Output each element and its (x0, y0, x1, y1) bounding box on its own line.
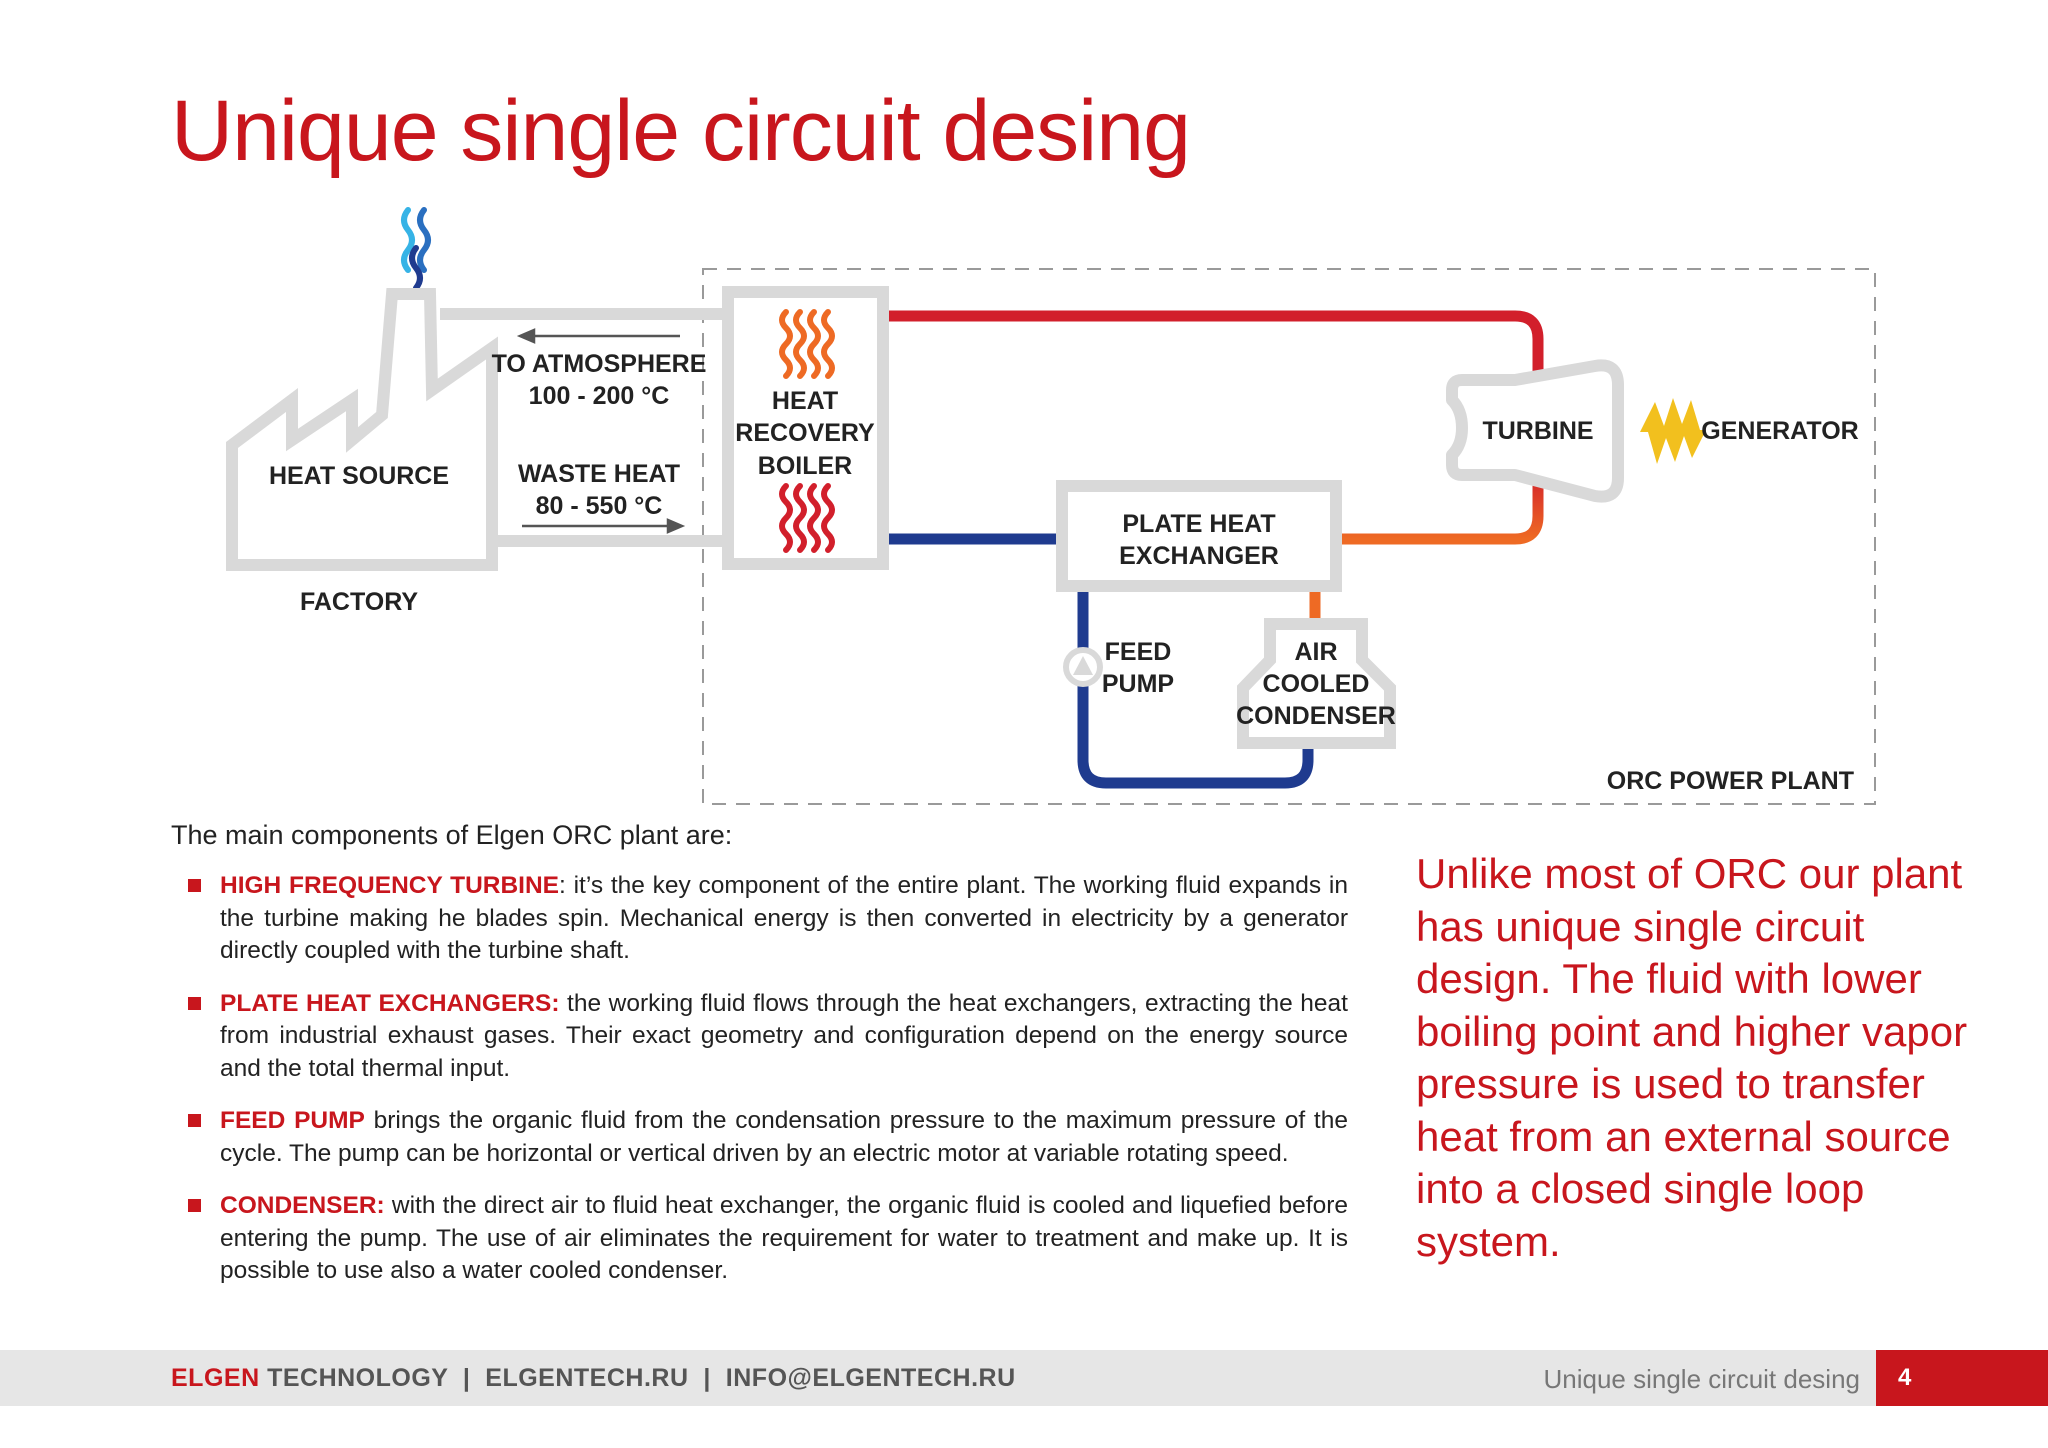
to-atmosphere-label: TO ATMOSPHERE (492, 350, 707, 378)
bullet-text: the working fluid flows through the heat… (220, 989, 1348, 1082)
callout-text: Unlike most of ORC our plant has unique … (1416, 850, 1968, 1265)
heat-source-label: HEAT SOURCE (269, 462, 449, 490)
plate-heat-exchanger (1056, 480, 1342, 592)
waste-heat-arrow (522, 518, 686, 534)
bullet-keyword: HIGH FREQUENCY TURBINE (220, 872, 560, 899)
feed-pump-icon (1063, 647, 1103, 687)
bullet-square-icon (188, 1114, 201, 1127)
hot-gas-icon (779, 309, 835, 379)
bullet-text: with the direct air to fluid heat exchan… (220, 1192, 1348, 1284)
factory-label: FACTORY (300, 588, 418, 616)
bullet-square-icon (188, 1199, 201, 1212)
intro-text: The main components of Elgen ORC plant a… (171, 820, 733, 850)
turbine-icon (1446, 359, 1624, 503)
bullet-text: brings the organic fluid from the conden… (220, 1107, 1348, 1167)
waste-heat-temp: 80 - 550 °C (536, 492, 663, 520)
footer: ELGEN TECHNOLOGY | ELGENTECH.RU | INFO@E… (0, 1350, 2048, 1406)
plate-hx-label-2: EXCHANGER (1119, 542, 1279, 570)
bullet-keyword: CONDENSER: (220, 1192, 385, 1219)
feed-pump-label-2: PUMP (1102, 670, 1174, 698)
bullet-keyword: FEED PUMP (220, 1107, 365, 1134)
page-number: 4 (1876, 1350, 2048, 1406)
bullet-square-icon (188, 996, 201, 1010)
footer-brand: ELGEN (171, 1364, 260, 1392)
air-cooled-condenser (1237, 618, 1396, 749)
steam-icon (401, 207, 431, 291)
condenser-label-2: COOLED (1263, 670, 1370, 698)
orc-diagram: HEAT SOURCE FACTORY TO ATMOSPHERE 100 - … (226, 207, 1876, 805)
bullet-square-icon (188, 879, 201, 892)
bullet-keyword: PLATE HEAT EXCHANGERS: (220, 989, 560, 1017)
boiler-label-3: BOILER (758, 452, 852, 480)
plate-hx-label-1: PLATE HEAT (1122, 510, 1275, 538)
atmosphere-arrow (516, 328, 680, 344)
turbine-label: TURBINE (1482, 417, 1593, 445)
pump-loop-line (1077, 585, 1314, 789)
bullet-text: : it’s the key component of the entire p… (220, 872, 1348, 964)
list-item: CONDENSER: with the direct air to fluid … (188, 1190, 1348, 1288)
factory-icon (226, 288, 498, 571)
boiler-label-2: RECOVERY (735, 419, 875, 447)
condenser-label-3: CONDENSER (1236, 702, 1396, 730)
to-atmosphere-temp: 100 - 200 °C (529, 382, 670, 410)
cooled-gas-icon (779, 483, 835, 553)
footer-section-title: Unique single circuit desing (1543, 1364, 1860, 1394)
orc-plant-label: ORC POWER PLANT (1607, 767, 1854, 795)
footer-contacts: ELGEN TECHNOLOGY | ELGENTECH.RU | INFO@E… (171, 1364, 1016, 1393)
list-item: FEED PUMP brings the organic fluid from … (188, 1105, 1348, 1170)
list-item: HIGH FREQUENCY TURBINE: it’s the key com… (188, 870, 1348, 968)
turbine-exhaust-line (1340, 470, 1544, 545)
footer-contacts-text: TECHNOLOGY | ELGENTECH.RU | INFO@ELGENTE… (259, 1364, 1016, 1392)
generator-bolt-icon (1640, 398, 1706, 464)
condenser-label-1: AIR (1294, 638, 1337, 666)
components-list: HIGH FREQUENCY TURBINE: it’s the key com… (188, 870, 1348, 1308)
waste-heat-label: WASTE HEAT (518, 460, 680, 488)
boiler-label-1: HEAT (772, 387, 838, 415)
list-item: PLATE HEAT EXCHANGERS: the working fluid… (188, 988, 1348, 1086)
generator-label: GENERATOR (1701, 417, 1858, 445)
feed-pump-label-1: FEED (1105, 638, 1172, 666)
hot-fluid-line (889, 310, 1544, 378)
page-title: Unique single circuit desing (171, 83, 1191, 179)
